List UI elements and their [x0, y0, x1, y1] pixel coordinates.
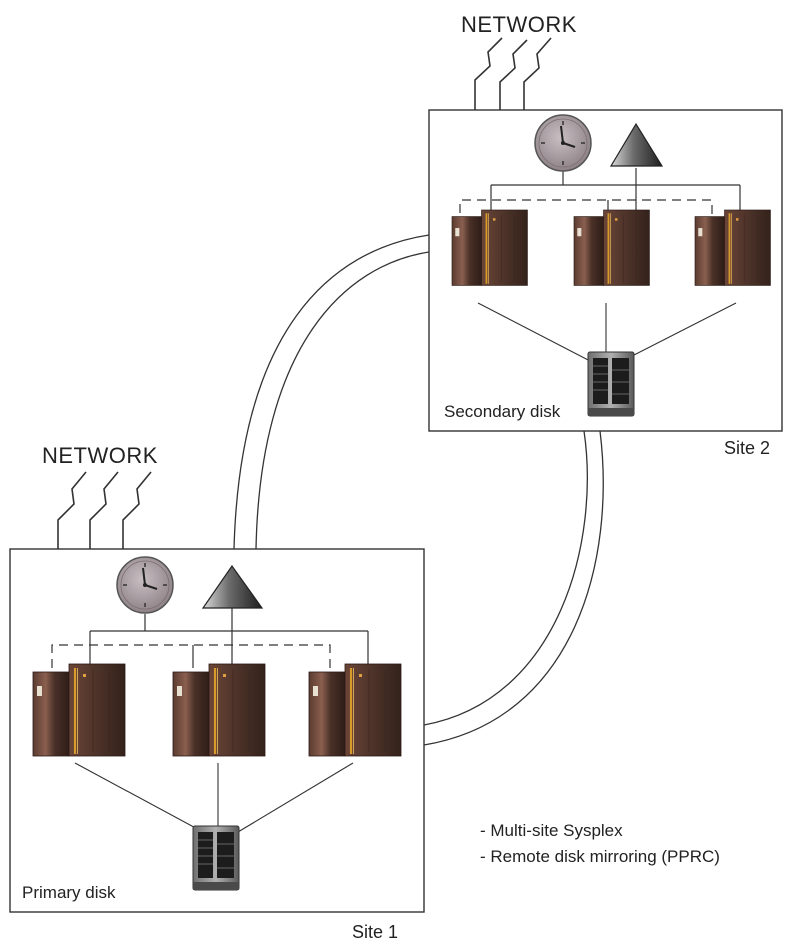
- note-item: - Remote disk mirroring (PPRC): [480, 847, 720, 866]
- site1-coupling-facility: [201, 564, 264, 609]
- site1-box: [9, 548, 425, 913]
- site1-label: Site 1: [352, 922, 399, 942]
- intersite-link-upper: [233, 234, 430, 550]
- intersite-link-lower: [423, 430, 604, 746]
- network-label-site1: NETWORK: [42, 443, 158, 468]
- site1-server-1: [31, 662, 127, 758]
- notes-list: - Multi-site Sysplex - Remote disk mirro…: [480, 818, 720, 870]
- site2-box: [428, 109, 783, 432]
- note-item: - Multi-site Sysplex: [480, 821, 623, 840]
- site2-disk-links: [477, 302, 737, 363]
- site2-server-2: [573, 209, 651, 287]
- site2-secondary-disk-unit: [587, 351, 635, 417]
- network-lines-site1: [57, 471, 152, 549]
- site1-server-2: [171, 662, 267, 758]
- site1-bus: [51, 608, 369, 668]
- site2-coupling-facility: [609, 122, 664, 167]
- site1-clock: [116, 556, 174, 614]
- secondary-disk-label: Secondary disk: [444, 402, 561, 421]
- network-label-site2: NETWORK: [461, 12, 577, 37]
- site1-server-3: [307, 662, 403, 758]
- site2-server-3: [694, 209, 772, 287]
- site2-server-1: [451, 209, 529, 287]
- network-lines-site2: [474, 37, 552, 110]
- site2-clock: [534, 114, 592, 172]
- site1-primary-disk-unit: [192, 825, 240, 891]
- site2-label: Site 2: [724, 438, 771, 458]
- primary-disk-label: Primary disk: [22, 883, 116, 902]
- site1-disk-links: [74, 762, 354, 833]
